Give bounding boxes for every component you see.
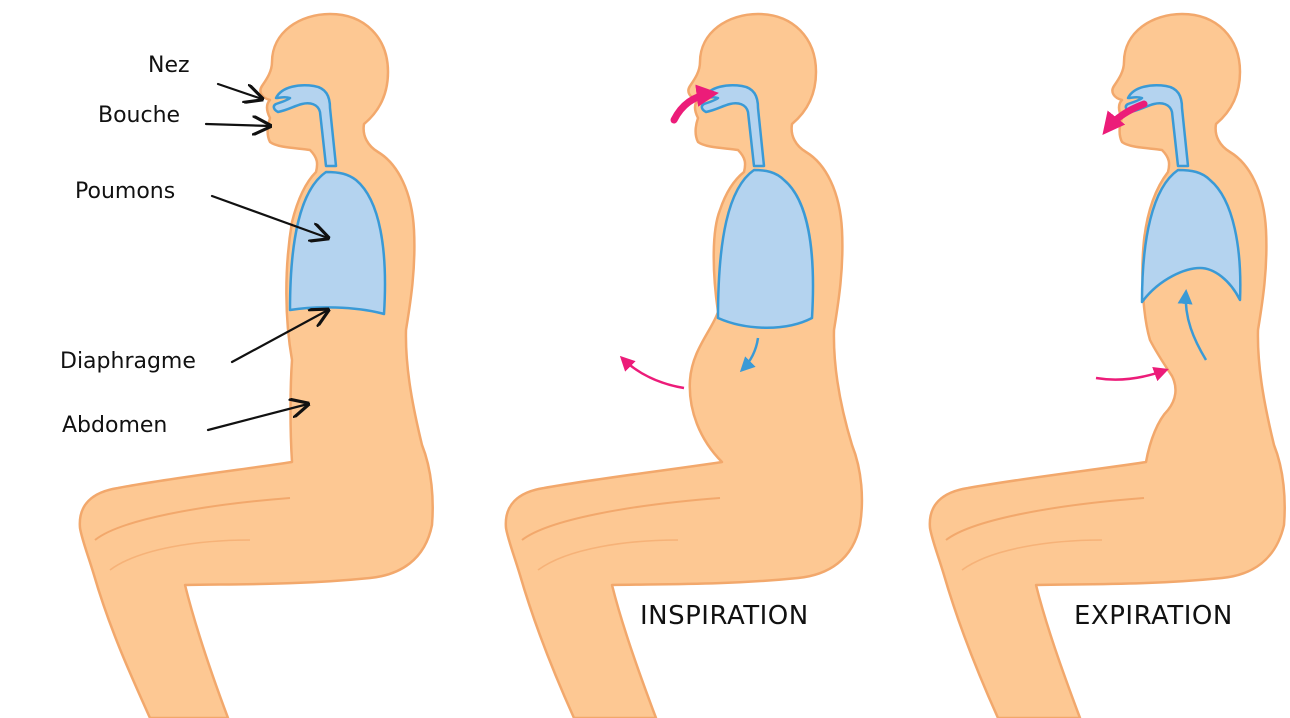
figure-inspiration: INSPIRATION — [506, 14, 862, 718]
caption-inspiration: INSPIRATION — [640, 601, 809, 631]
label-bouche: Bouche — [98, 103, 180, 128]
caption-expiration: EXPIRATION — [1074, 601, 1233, 631]
pointer-abdomen: Abdomen — [62, 404, 308, 438]
pointer-mouth: Bouche — [98, 103, 270, 128]
label-poumons: Poumons — [75, 179, 175, 204]
label-nez: Nez — [148, 53, 190, 78]
label-diaphragme: Diaphragme — [60, 349, 196, 374]
figure-expiration: EXPIRATION — [930, 14, 1285, 718]
pointer-nose: Nez — [148, 53, 262, 99]
figure-anatomy: Nez Bouche Poumons Diaphragme Abdomen — [60, 14, 433, 718]
belly-in-arrow-icon — [1096, 370, 1166, 380]
label-abdomen: Abdomen — [62, 413, 167, 438]
belly-out-arrow-icon — [622, 358, 684, 388]
